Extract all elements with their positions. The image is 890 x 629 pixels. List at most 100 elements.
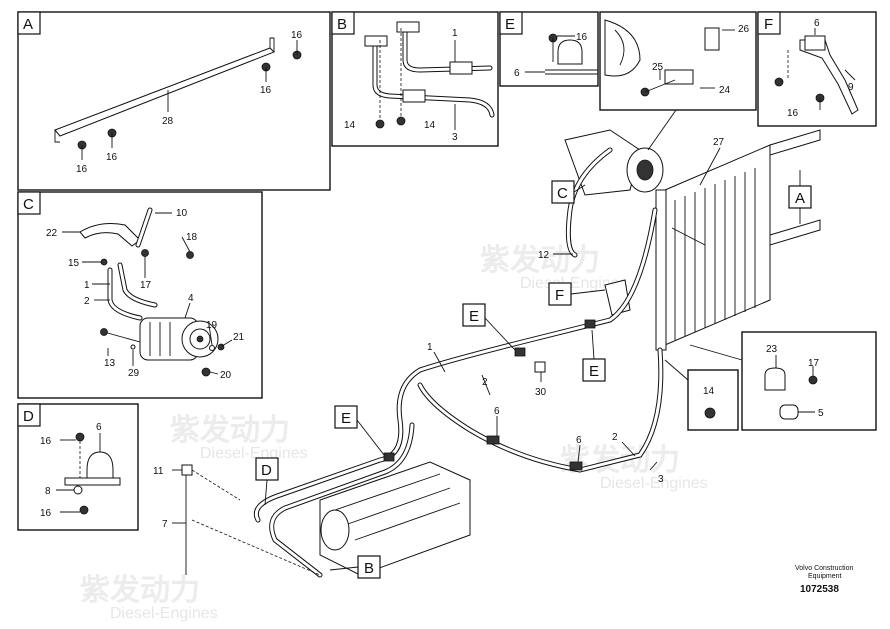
part-label-13: 13: [104, 358, 116, 369]
part-label-24: 24: [719, 85, 731, 96]
watermark-layer: 紫发动力 Diesel-Engines 紫发动力 Diesel-Engines …: [60, 33, 708, 622]
part-label-10: 10: [176, 208, 188, 219]
callout-f: F: [548, 282, 606, 306]
main-assembly: 27 12 1 2 6 6 2 3 30 11 7: [153, 129, 821, 578]
condenser: [655, 129, 821, 351]
part-label-21: 21: [233, 332, 245, 343]
part-label-26: 26: [738, 24, 750, 35]
detail-panel-b: B 1 3 14 14: [331, 11, 499, 147]
detail-panel-d: D 16 6 8 16: [17, 403, 139, 531]
part-label-6: 6: [576, 435, 582, 446]
part-label-16: 16: [576, 32, 588, 43]
part-label-1: 1: [452, 28, 458, 39]
callout-e-upper: E: [462, 303, 516, 351]
part-label-2: 2: [482, 377, 488, 388]
leader-line: [664, 359, 689, 381]
watermark-brand: 紫发动力: [170, 413, 290, 448]
part-label-9: 9: [848, 82, 854, 93]
leader-line: [647, 109, 677, 151]
watermark-brand: 紫发动力: [80, 573, 200, 608]
part-label-17: 17: [808, 358, 820, 369]
part-label-3: 3: [452, 132, 458, 143]
brand-line-2: Equipment: [808, 573, 842, 580]
part-label-28: 28: [162, 116, 174, 127]
part-label-27: 27: [713, 137, 725, 148]
callout-label-c: C: [557, 185, 568, 202]
part-label-14: 14: [424, 120, 436, 131]
part-label-16: 16: [40, 436, 52, 447]
part-label-16: 16: [106, 152, 118, 163]
watermark-brand: 紫发动力: [480, 243, 600, 278]
part-label-14: 14: [703, 386, 715, 397]
part-label-4: 4: [188, 293, 194, 304]
leader-line: [671, 227, 706, 246]
part-label-2: 2: [84, 296, 90, 307]
part-label-22: 22: [46, 228, 58, 239]
panel-title-e: E: [505, 16, 515, 33]
watermark-subtitle: Diesel-Engines: [520, 275, 628, 292]
part-label-18: 18: [186, 232, 198, 243]
panel-title-d: D: [23, 408, 34, 425]
part-label-16: 16: [40, 508, 52, 519]
part-label-5: 5: [818, 408, 824, 419]
callout-label-e: E: [341, 410, 351, 427]
callout-b: B: [329, 555, 381, 579]
part-label-6: 6: [494, 406, 500, 417]
evaporator-unit: [319, 461, 471, 576]
part-label-16: 16: [76, 164, 88, 175]
detail-panel-a: A 16 16 16 16 28: [17, 11, 331, 191]
part-label-7: 7: [162, 519, 168, 530]
part-label-12: 12: [538, 250, 550, 261]
watermark-subtitle: Diesel-Engines: [600, 475, 708, 492]
detail-panel-c: C: [17, 191, 263, 399]
watermark-subtitle: Diesel-Engines: [200, 445, 308, 462]
part-label-16: 16: [787, 108, 799, 119]
part-label-16: 16: [260, 85, 272, 96]
part-label-15: 15: [68, 258, 80, 269]
part-label-1: 1: [84, 280, 90, 291]
callout-label-d: D: [261, 462, 272, 479]
part-label-20: 20: [220, 370, 232, 381]
panel-title-f: F: [764, 16, 773, 33]
callout-label-f: F: [555, 287, 564, 304]
part-label-8: 8: [45, 486, 51, 497]
part-label-6: 6: [814, 18, 820, 29]
callout-label-b: B: [364, 560, 374, 577]
part-label-6: 6: [96, 422, 102, 433]
panel-title-a: A: [23, 16, 33, 33]
part-label-23: 23: [766, 344, 778, 355]
part-label-16: 16: [291, 30, 303, 41]
part-label-19: 19: [206, 320, 218, 331]
callout-e-right: E: [582, 329, 606, 382]
part-label-25: 25: [652, 62, 664, 73]
detail-panel-compressor-fitting: 26 25 24: [599, 11, 757, 111]
callout-c: C: [551, 180, 586, 204]
callout-a: A: [788, 170, 812, 224]
drawing-number: 1072538: [800, 584, 839, 595]
part-label-30: 30: [535, 387, 547, 398]
part-label-1: 1: [427, 342, 433, 353]
panel-title-c: C: [23, 196, 34, 213]
detail-panel-nut-14-lower: 14: [687, 369, 739, 431]
callout-label-e: E: [469, 308, 479, 325]
watermark-subtitle: Diesel-Engines: [110, 605, 218, 622]
part-label-29: 29: [128, 368, 140, 379]
detail-panel-drier-fitting: 23 17 5: [741, 331, 877, 431]
leader-line: [689, 344, 743, 361]
detail-panel-e: E 16 6: [499, 11, 599, 87]
part-label-11: 11: [153, 466, 164, 477]
part-label-6: 6: [514, 68, 520, 79]
callout-d: D: [255, 457, 279, 506]
callout-e-left: E: [334, 405, 385, 456]
callout-label-e: E: [589, 363, 599, 380]
callout-label-a: A: [795, 190, 805, 207]
part-label-17: 17: [140, 280, 152, 291]
part-label-14: 14: [344, 120, 356, 131]
part-label-3: 3: [658, 474, 664, 485]
detail-panel-f: F 6 9 16: [757, 11, 877, 127]
part-label-2: 2: [612, 432, 618, 443]
brand-line-1: Volvo Construction: [795, 565, 853, 572]
panel-title-b: B: [337, 16, 347, 33]
footer: Volvo Construction Equipment 1072538: [795, 565, 853, 595]
